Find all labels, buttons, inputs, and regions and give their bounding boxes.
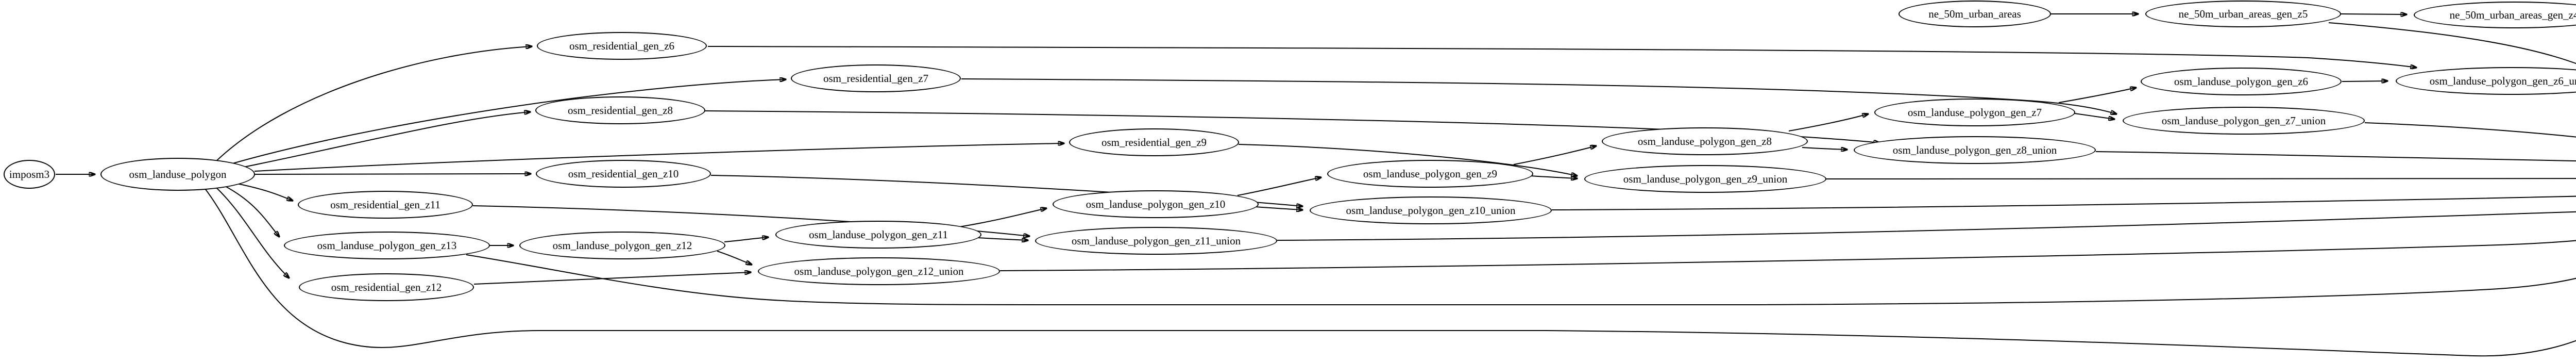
edge-gen_z7_union-z7 [2364, 122, 2576, 138]
node-osm_residential_gen_z10: osm_residential_gen_z10 [536, 160, 711, 188]
node-label: ne_50m_urban_areas_gen_z5 [2178, 7, 2308, 20]
node-label: osm_landuse_polygon_gen_z11_union [1071, 234, 1241, 247]
node-ne_50m_urban_areas_gen_z4: ne_50m_urban_areas_gen_z4 [2414, 2, 2576, 28]
node-label: osm_landuse_polygon_gen_z8_union [1892, 143, 2057, 156]
node-osm_landuse_polygon_gen_z6_union: osm_landuse_polygon_gen_z6_union [2396, 67, 2576, 95]
edge-osm_landuse_polygon-res_z9 [254, 143, 1064, 172]
node-label: osm_landuse_polygon_gen_z6_union [2429, 74, 2576, 87]
node-osm_landuse_polygon_gen_z7_union: osm_landuse_polygon_gen_z7_union [2123, 107, 2365, 135]
node-osm_landuse_polygon_gen_z8: osm_landuse_polygon_gen_z8 [1602, 127, 1808, 155]
edge-gen_z13-z13 [466, 254, 2576, 306]
node-osm_landuse_polygon_gen_z8_union: osm_landuse_polygon_gen_z8_union [1854, 136, 2096, 164]
edge-osm_landuse_polygon-res_z11 [234, 183, 293, 201]
node-label: osm_landuse_polygon_gen_z8 [1637, 135, 1772, 147]
node-osm_landuse_polygon_gen_z12_union: osm_landuse_polygon_gen_z12_union [758, 257, 1000, 285]
node-osm_landuse_polygon_gen_z6: osm_landuse_polygon_gen_z6 [2141, 68, 2342, 95]
node-osm_landuse_polygon_gen_z11_union: osm_landuse_polygon_gen_z11_union [1035, 227, 1277, 255]
node-osm_landuse_polygon_gen_z9: osm_landuse_polygon_gen_z9 [1327, 160, 1533, 188]
edge-osm_landuse_polygon-z14 [205, 188, 2576, 357]
edge-gen_z11_union-z11 [1277, 211, 2576, 241]
node-ne_50m_urban_areas: ne_50m_urban_areas [1899, 1, 2051, 27]
node-label: osm_residential_gen_z8 [567, 104, 673, 117]
node-label: osm_residential_gen_z6 [569, 39, 675, 52]
node-label: osm_landuse_polygon_gen_z10 [1086, 198, 1226, 210]
node-osm_landuse_polygon_gen_z10_union: osm_landuse_polygon_gen_z10_union [1310, 196, 1552, 224]
node-osm_landuse_polygon_gen_z10: osm_landuse_polygon_gen_z10 [1053, 190, 1259, 218]
node-osm_landuse_polygon_gen_z11: osm_landuse_polygon_gen_z11 [775, 221, 981, 249]
node-label: osm_landuse_polygon_gen_z6 [2174, 75, 2309, 88]
node-label: ne_50m_urban_areas_gen_z4 [2449, 8, 2576, 21]
edge-osm_landuse_polygon-gen_z13 [224, 185, 279, 237]
node-osm_residential_gen_z8: osm_residential_gen_z8 [535, 96, 705, 124]
edge-gen_z9-gen_z9_union [1530, 175, 1577, 178]
node-label: osm_landuse_polygon_gen_z12_union [794, 265, 964, 277]
edge-res_z8-gen_z8_union [704, 110, 1879, 143]
edge-gen_z9_union-z9 [1826, 178, 2576, 179]
node-label: osm_landuse_polygon_gen_z11 [809, 228, 948, 241]
node-label: osm_residential_gen_z7 [823, 72, 929, 85]
node-label: osm_residential_gen_z11 [330, 198, 440, 211]
node-osm_landuse_polygon: osm_landuse_polygon [100, 158, 255, 191]
edge-gen_z10_union-z10 [1551, 195, 2576, 210]
edge-gen_z9-gen_z8 [1513, 146, 1596, 165]
edge-gen_z11-gen_z11_union [977, 237, 1028, 240]
edge-gen_z7-gen_z7_union [2074, 113, 2114, 119]
node-osm_residential_gen_z6: osm_residential_gen_z6 [537, 32, 707, 60]
node-label: osm_landuse_polygon [129, 168, 227, 180]
node-osm_residential_gen_z12: osm_residential_gen_z12 [299, 273, 474, 301]
edge-gen_z8_union-z8 [2095, 151, 2576, 161]
node-osm_landuse_polygon_gen_z9_union: osm_landuse_polygon_gen_z9_union [1584, 165, 1826, 193]
edge-ne_gen_z5-z5 [2328, 22, 2576, 64]
node-osm_residential_gen_z9: osm_residential_gen_z9 [1069, 128, 1239, 156]
node-ne_50m_urban_areas_gen_z5: ne_50m_urban_areas_gen_z5 [2145, 1, 2341, 27]
node-label: imposm3 [9, 168, 50, 180]
edge-res_z6-gen_z6_union [707, 46, 2416, 68]
edge-gen_z12-gen_z12_union [717, 251, 752, 265]
edge-res_z7-gen_z7_union [961, 78, 2116, 114]
node-osm_landuse_polygon_gen_z12: osm_landuse_polygon_gen_z12 [519, 232, 725, 259]
node-label: osm_landuse_polygon_gen_z9 [1363, 167, 1498, 180]
node-imposm3: imposm3 [4, 160, 55, 189]
node-label: ne_50m_urban_areas [1928, 7, 2021, 20]
edge-gen_z8-gen_z7 [1788, 114, 1868, 131]
node-osm_residential_gen_z7: osm_residential_gen_z7 [791, 64, 961, 92]
node-label: osm_landuse_polygon_gen_z7_union [2161, 114, 2326, 127]
node-label: osm_landuse_polygon_gen_z7 [1907, 106, 2042, 119]
node-label: osm_residential_gen_z12 [331, 281, 442, 293]
edge-res_z12-gen_z12_union [473, 272, 751, 285]
node-osm_landuse_polygon_gen_z13: osm_landuse_polygon_gen_z13 [284, 232, 490, 259]
node-label: osm_landuse_polygon_gen_z9_union [1623, 172, 1788, 185]
node-osm_landuse_polygon_gen_z7: osm_landuse_polygon_gen_z7 [1874, 98, 2075, 126]
edge-osm_landuse_polygon-res_z12 [216, 187, 289, 278]
edge-gen_z7-gen_z6 [2058, 88, 2136, 103]
edge-gen_z10-gen_z10_union [1255, 206, 1302, 210]
edge-osm_landuse_polygon-res_z6 [216, 46, 532, 161]
edge-res_z9-gen_z9_union [1238, 144, 1577, 176]
node-label: osm_residential_gen_z10 [568, 167, 679, 180]
node-osm_residential_gen_z11: osm_residential_gen_z11 [298, 191, 473, 219]
node-label: osm_landuse_polygon_gen_z12 [552, 239, 692, 252]
edge-gen_z11-gen_z10 [959, 208, 1046, 227]
edge-gen_z12-gen_z11 [724, 237, 768, 242]
node-label: osm_landuse_polygon_gen_z13 [317, 239, 457, 252]
edge-gen_z8-gen_z8_union [1802, 147, 1847, 150]
edge-osm_landuse_polygon-res_z7 [230, 79, 786, 164]
edge-osm_landuse_polygon-res_z8 [241, 112, 530, 168]
edge-gen_z12_union-z12 [999, 240, 2576, 271]
node-label: osm_landuse_polygon_gen_z10_union [1346, 204, 1516, 217]
node-label: osm_residential_gen_z9 [1101, 136, 1207, 149]
edge-gen_z10-gen_z9 [1237, 177, 1321, 196]
